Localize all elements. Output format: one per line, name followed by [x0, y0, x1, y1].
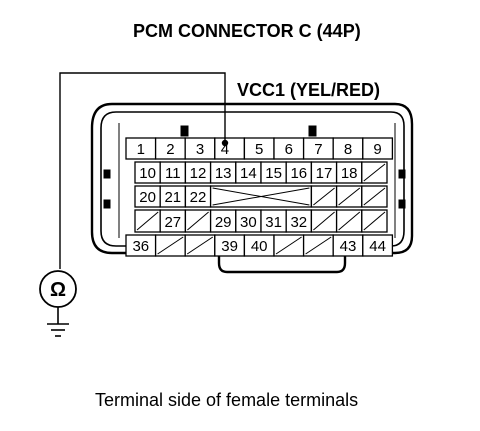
ground-symbol	[47, 307, 69, 337]
terminal-number: 17	[316, 165, 333, 182]
terminal-number: 9	[373, 141, 381, 158]
blank-terminal-mark	[187, 211, 209, 231]
terminal-number: 27	[164, 214, 181, 231]
test-lead-wire	[59, 72, 229, 269]
terminal-number: 18	[341, 165, 358, 182]
blank-terminal-mark	[305, 236, 332, 255]
terminal-number: 2	[166, 141, 174, 158]
terminal-number: 16	[290, 165, 307, 182]
blank-terminal-mark	[157, 236, 184, 255]
ohmmeter-symbol: Ω	[39, 270, 77, 308]
blank-terminal-mark	[136, 211, 159, 231]
terminal-number: 32	[290, 214, 307, 231]
terminal-number: 3	[196, 141, 204, 158]
blank-terminal-mark	[186, 236, 214, 255]
terminal-number: 20	[139, 189, 156, 206]
terminal-number: 4	[221, 141, 229, 158]
terminal-number: 30	[240, 214, 257, 231]
wire-label: VCC1 (YEL/RED)	[237, 80, 380, 100]
terminal-number: 29	[215, 214, 232, 231]
terminal-number: 40	[251, 238, 268, 255]
blank-terminal-mark	[275, 236, 302, 255]
terminal-number: 36	[132, 238, 149, 255]
terminal-number: 8	[344, 141, 352, 158]
terminal-number: 1	[137, 141, 145, 158]
terminal-number: 14	[240, 165, 257, 182]
terminal-number: 44	[369, 238, 386, 255]
blank-terminal-mark	[363, 187, 386, 206]
terminal-number: 31	[265, 214, 282, 231]
blank-terminal-mark	[363, 211, 386, 231]
terminal-number: 5	[255, 141, 263, 158]
terminal-number: 22	[190, 189, 207, 206]
terminal-number: 15	[265, 165, 282, 182]
terminal-number: 39	[221, 238, 238, 255]
terminal-number: 10	[139, 165, 156, 182]
terminal-number: 6	[285, 141, 293, 158]
terminal-cell	[362, 234, 394, 257]
diagram-title: PCM CONNECTOR C (44P)	[133, 21, 361, 41]
ohm-icon: Ω	[50, 279, 66, 301]
terminal-cell	[214, 137, 246, 160]
blank-terminal-mark	[338, 211, 361, 231]
terminal-number: 7	[314, 141, 322, 158]
terminal-number: 11	[165, 165, 181, 182]
terminal-number: 21	[164, 189, 181, 206]
terminal-number: 13	[215, 165, 232, 182]
blank-terminal-mark	[313, 211, 335, 231]
diagram-caption: Terminal side of female terminals	[95, 390, 358, 410]
terminal-number: 43	[340, 238, 357, 255]
blank-terminal-mark	[212, 187, 310, 206]
terminal-number: 12	[190, 165, 207, 182]
blank-terminal-mark	[313, 187, 335, 206]
terminal-cell	[362, 137, 394, 160]
blank-terminal-mark	[338, 187, 361, 206]
blank-terminal-mark	[363, 163, 386, 182]
